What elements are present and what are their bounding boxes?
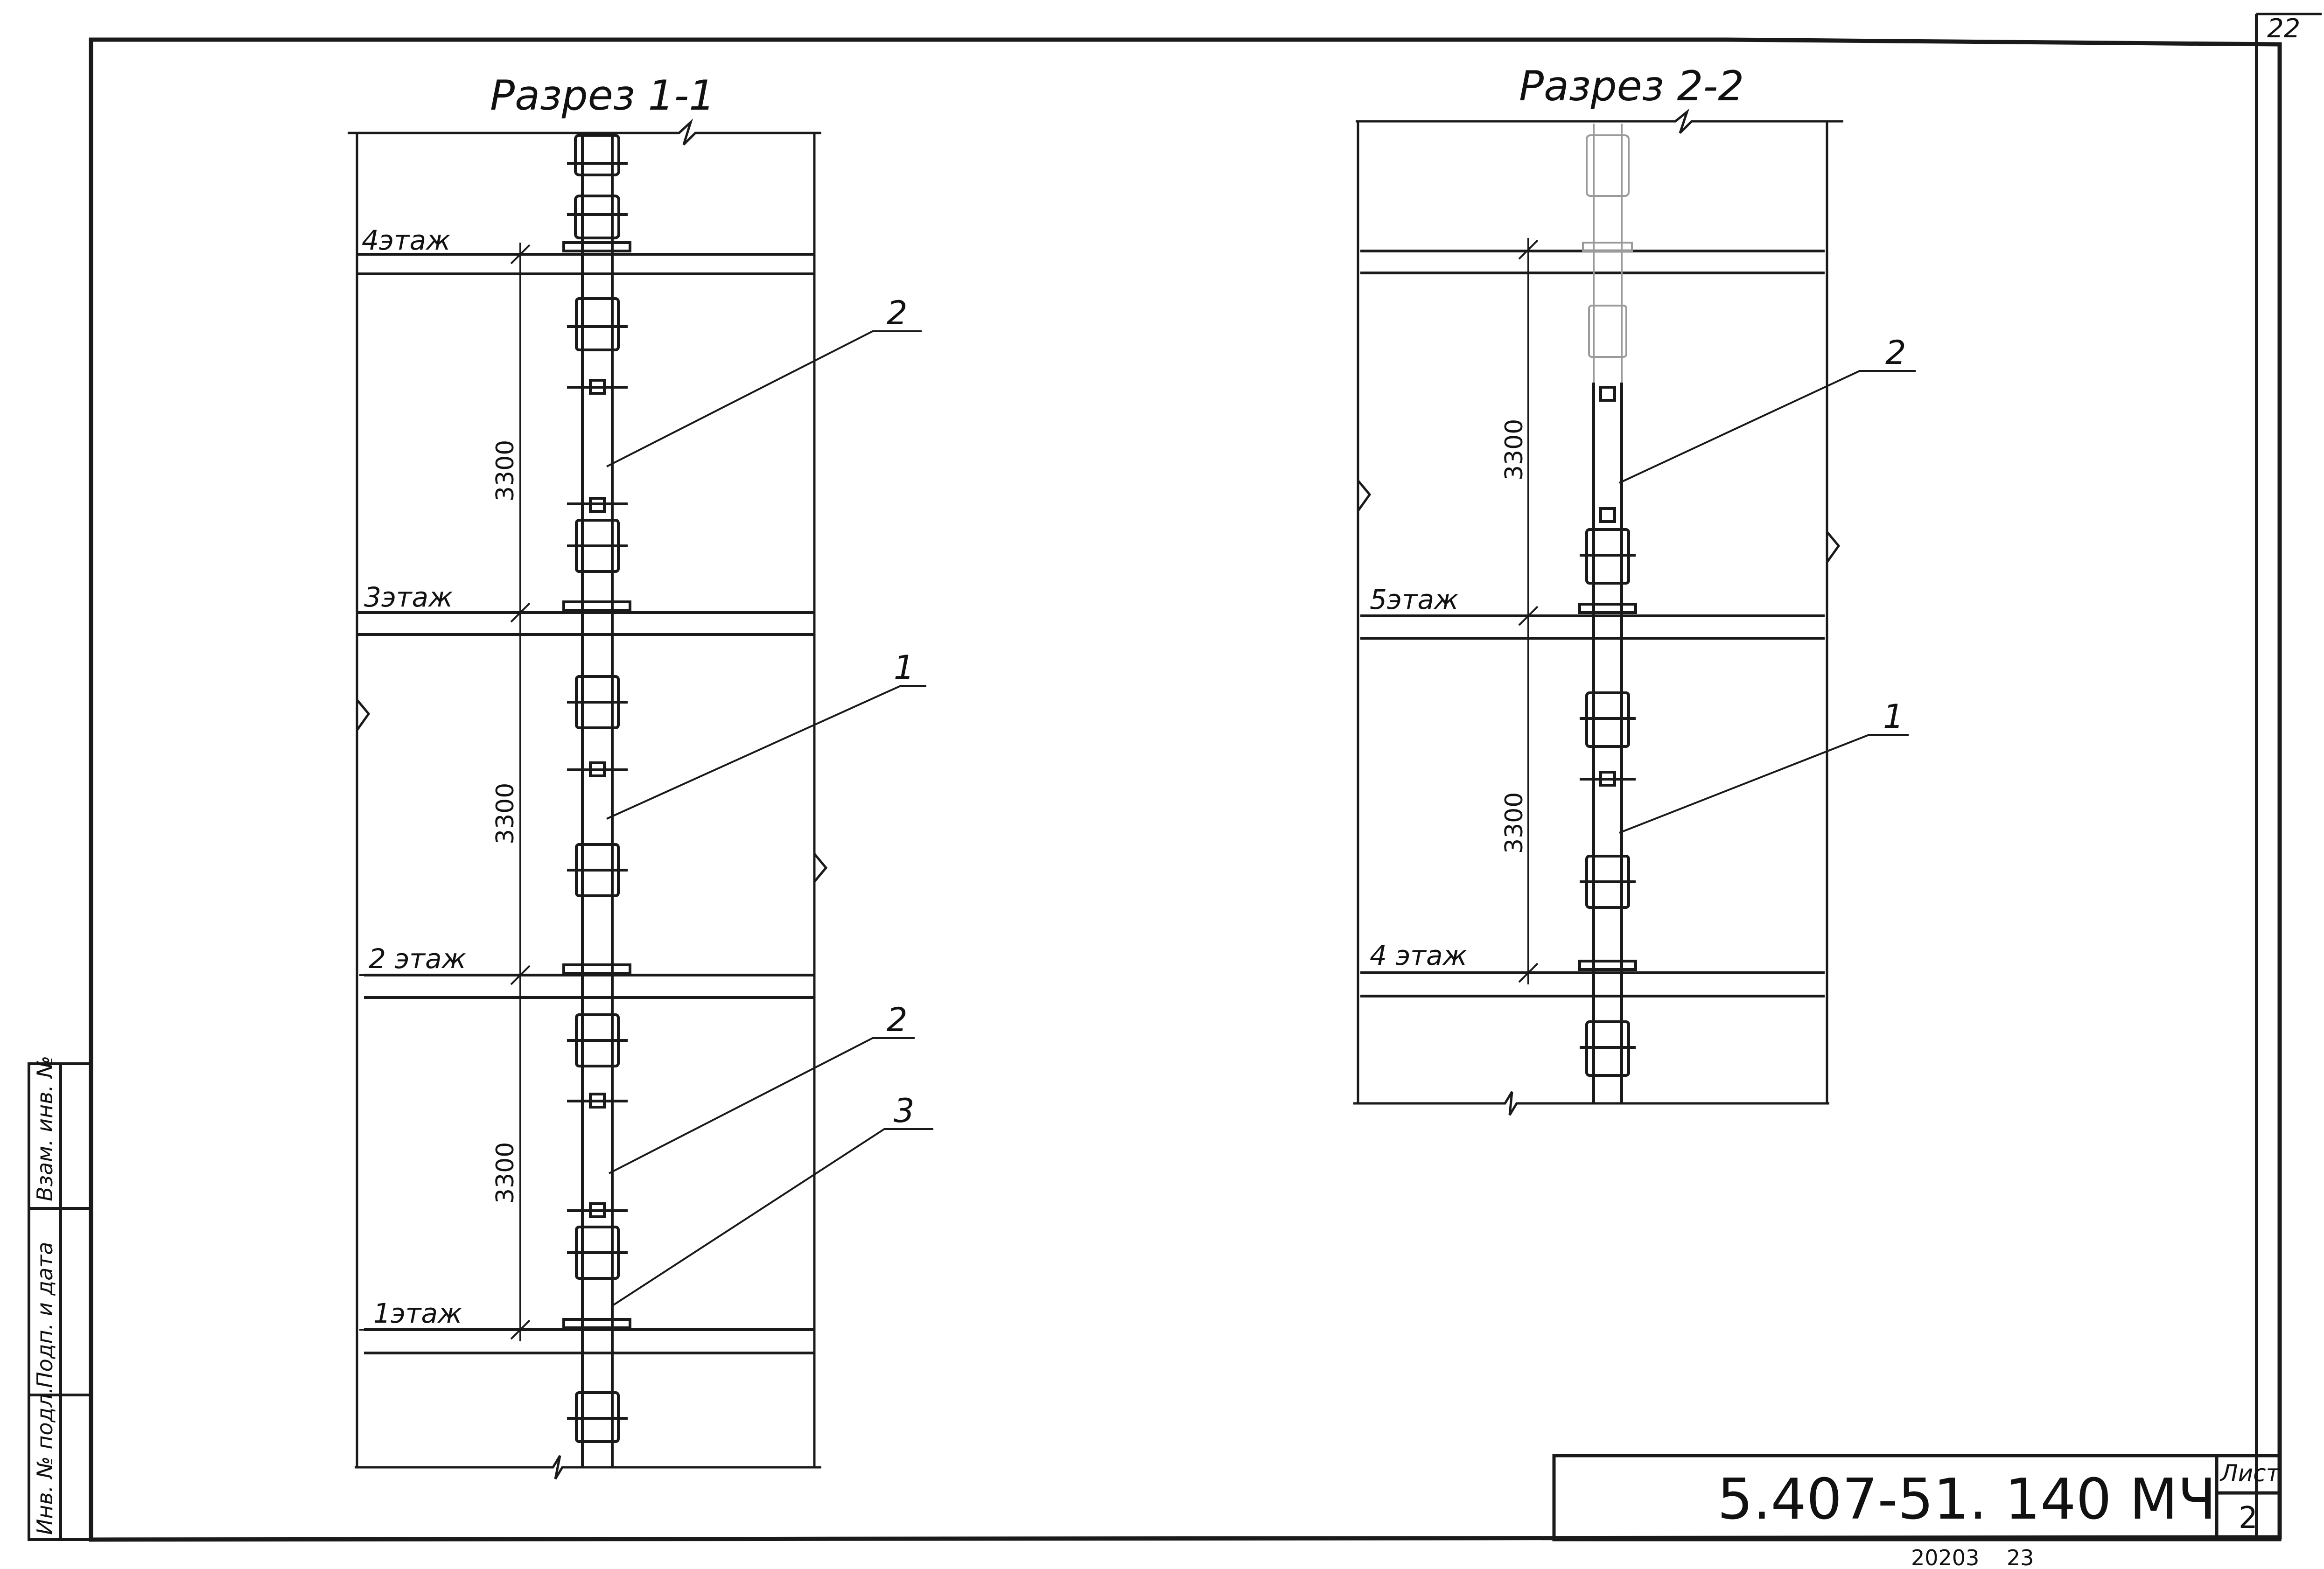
sheet-label: Лист <box>2219 1460 2281 1487</box>
dimension-3300-lower: 3300 <box>491 1142 519 1204</box>
section-2-2: Разрез 2-2 5этаж 4 этаж <box>1353 62 1916 1116</box>
callout-1-right: 1 <box>1883 697 1904 736</box>
section-1-1-slabs <box>357 253 814 1354</box>
dimension-3300-right-upper: 3300 <box>1500 419 1528 481</box>
section-2-2-outline <box>1353 108 1843 1116</box>
bottom-numbers: 20203 23 <box>1911 1545 2034 1569</box>
section-2-2-dimensions <box>1518 238 1539 984</box>
stamp-signature-date: Подп. и дата <box>32 1242 57 1388</box>
riser-pipe-right <box>1578 124 1637 1103</box>
dimension-3300-middle: 3300 <box>491 783 519 844</box>
section-1-1: Разрез 1-1 4этаж 3этаж 2 этаж 1этаж <box>348 71 933 1480</box>
floor-label-2: 2 этаж <box>369 943 466 975</box>
callout-1: 1 <box>894 649 915 687</box>
title-block: 5.407-51. 140 МЧ Лист 2 <box>1552 1454 2282 1541</box>
callout-3: 3 <box>894 1092 915 1130</box>
callout-2-upper: 2 <box>887 294 908 332</box>
dimension-3300-right-lower: 3300 <box>1500 792 1528 854</box>
callout-2-right: 2 <box>1885 334 1906 372</box>
section-2-2-leaders <box>1619 370 1916 834</box>
stamp-replacement-inv: Взам. инв. № <box>32 1056 57 1201</box>
corner-sheet-number: 22 <box>2267 14 2300 44</box>
section-1-1-outline <box>348 118 828 1480</box>
section-1-1-leaders <box>606 330 933 1307</box>
floor-label-5: 5этаж <box>1370 584 1458 615</box>
dimension-3300-upper: 3300 <box>491 440 519 502</box>
sheet-number: 2 <box>2239 1501 2258 1535</box>
floor-label-4: 4этаж <box>362 224 450 256</box>
riser-pipe-left <box>562 134 631 1467</box>
section-2-2-title: Разрез 2-2 <box>1519 62 1744 110</box>
floor-label-4-right: 4 этаж <box>1370 940 1467 971</box>
document-code: 5.407-51. 140 МЧ <box>1717 1467 2216 1532</box>
stamp-inventory-no: Инв. № подл. <box>32 1387 57 1535</box>
section-1-1-title: Разрез 1-1 <box>490 71 715 119</box>
section-1-1-dimensions <box>510 243 531 1341</box>
floor-label-1: 1этаж <box>373 1297 462 1329</box>
floor-label-3: 3этаж <box>364 581 453 613</box>
callout-2-lower: 2 <box>887 1001 908 1039</box>
side-stamp: Инв. № подл. Подп. и дата Взам. инв. № <box>28 1056 92 1541</box>
